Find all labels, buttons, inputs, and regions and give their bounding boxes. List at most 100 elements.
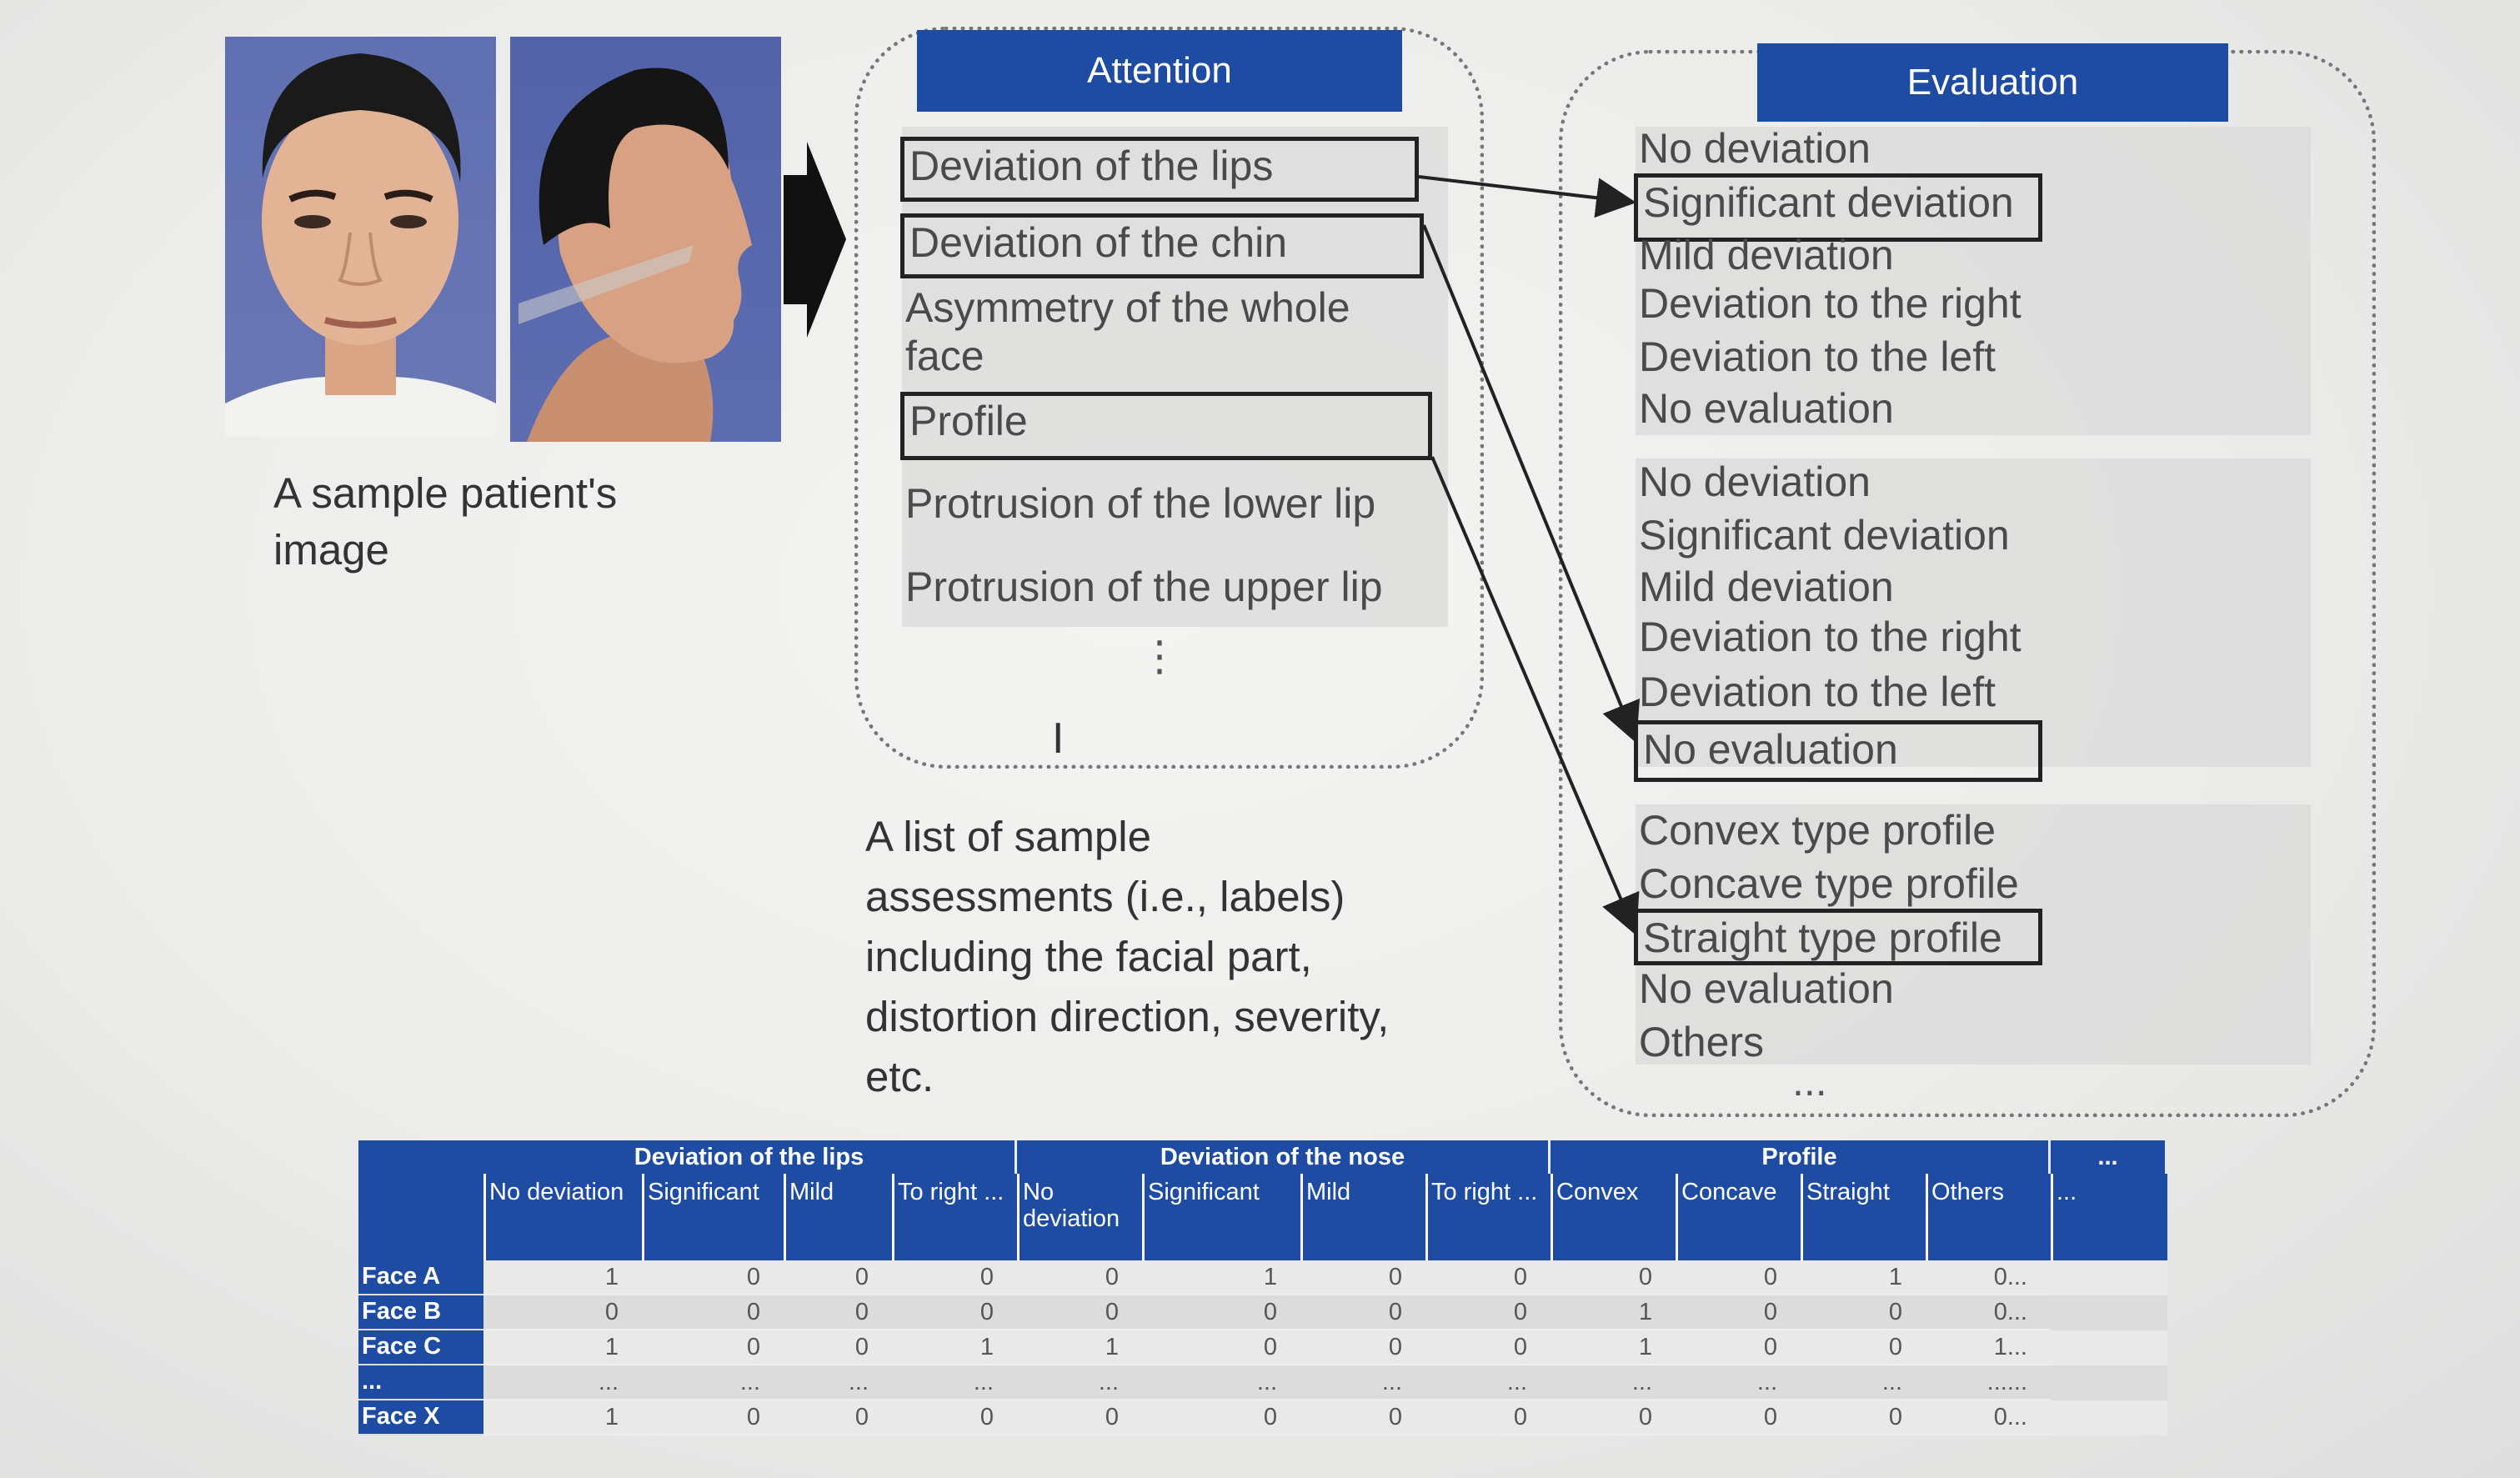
table-cell: ... (1801, 1365, 1926, 1400)
attention-list-background (902, 127, 1448, 627)
table-cell: 0... (1926, 1295, 2051, 1330)
table-cell: 0 (1551, 1400, 1676, 1435)
caption-line: image (273, 526, 389, 574)
right-arrow-icon (784, 142, 846, 338)
table-cell: 0 (1801, 1400, 1926, 1435)
table-cell-trailing (2051, 1365, 2167, 1400)
table-row-label: Face X (358, 1400, 483, 1435)
table-cell-trailing (2051, 1260, 2167, 1295)
table-cell: ... (1300, 1365, 1425, 1400)
table-column-header: ... (2051, 1174, 2167, 1260)
table-column-header: To right ... (892, 1174, 1017, 1260)
attention-item-asymmetry[interactable]: Asymmetry of the whole face (905, 284, 1350, 379)
eval-item[interactable]: No evaluation (1639, 965, 1894, 1012)
eval-item[interactable]: Mild deviation (1639, 232, 1894, 278)
assessment-line: A list of sample (865, 813, 1151, 860)
patient-profile-photo (510, 37, 781, 442)
attention-item-lower-lip[interactable]: Protrusion of the lower lip (905, 480, 1376, 527)
table-column-header: Mild (1300, 1174, 1425, 1260)
table-cell: 1 (1017, 1330, 1142, 1365)
attention-item-profile[interactable]: Profile (900, 392, 1432, 460)
table-group-header: Deviation of the nose (1017, 1140, 1548, 1174)
table-group-header: Deviation of the lips (483, 1140, 1015, 1174)
table-cell: 0 (642, 1295, 784, 1330)
eval-item[interactable]: No deviation (1639, 458, 1871, 505)
table-cell: 0 (1300, 1295, 1425, 1330)
eval-item[interactable]: Convex type profile (1639, 807, 1996, 854)
table-cell: ... (642, 1365, 784, 1400)
table-cell: 0 (784, 1400, 892, 1435)
table-cell: ... (1551, 1365, 1676, 1400)
table-cell-trailing (2051, 1295, 2167, 1330)
table-group-header: Profile (1551, 1140, 2048, 1174)
eval-item[interactable]: Deviation to the right (1639, 280, 2022, 327)
attention-title: Attention (917, 30, 1402, 112)
assessment-line: assessments (i.e., labels) (865, 873, 1345, 920)
table-corner (358, 1140, 483, 1260)
assessment-description: A list of sample assessments (i.e., labe… (865, 807, 1389, 1107)
table-cell: 0 (1676, 1330, 1801, 1365)
eval-item[interactable]: Straight type profile (1634, 909, 2042, 965)
table-cell: ... (892, 1365, 1017, 1400)
assessment-line: etc. (865, 1053, 934, 1100)
patient-image-caption: A sample patient's image (273, 465, 617, 579)
evaluation-group2-background (1636, 458, 2311, 767)
table-column-header: Mild (784, 1174, 892, 1260)
table-cell: 0 (1801, 1295, 1926, 1330)
table-column-header: Concave (1676, 1174, 1801, 1260)
eval-item[interactable]: Others (1639, 1019, 1765, 1065)
table-cell: 0 (784, 1295, 892, 1330)
table-column-header: No deviation (1017, 1174, 1142, 1260)
table-cell: 0 (1142, 1400, 1300, 1435)
table-cell: 0... (1926, 1400, 2051, 1435)
table-cell: 0 (1142, 1295, 1300, 1330)
eval-item[interactable]: Significant deviation (1634, 173, 2042, 242)
table-column-header: Others (1926, 1174, 2051, 1260)
eval-item[interactable]: Deviation to the right (1639, 614, 2022, 660)
table-row-label: ... (358, 1365, 483, 1400)
attention-item-lips[interactable]: Deviation of the lips (900, 137, 1419, 202)
eval-item[interactable]: Mild deviation (1639, 564, 1894, 610)
table-cell: 0 (784, 1260, 892, 1295)
eval-item[interactable]: Deviation to the left (1639, 669, 1996, 715)
attention-item-upper-lip[interactable]: Protrusion of the upper lip (905, 564, 1383, 610)
table-cell: 0 (1425, 1260, 1551, 1295)
table-cell: 0 (1017, 1400, 1142, 1435)
table-cell-trailing (2051, 1400, 2167, 1435)
table-column-header: Significant (642, 1174, 784, 1260)
attention-more-ellipsis: ⋮ (1139, 633, 1180, 679)
eval-item[interactable]: Concave type profile (1639, 860, 2019, 907)
table-group-header: ... (2051, 1140, 2165, 1174)
evaluation-group3-background (1636, 804, 2311, 1065)
table-cell: 0 (642, 1260, 784, 1295)
table-cell-trailing (2051, 1330, 2167, 1365)
table-cell: ... (784, 1365, 892, 1400)
table-cell: 0 (1425, 1330, 1551, 1365)
eval-item[interactable]: No evaluation (1639, 385, 1894, 432)
evaluation-title: Evaluation (1757, 43, 2228, 122)
table-cell: 0 (483, 1295, 642, 1330)
eval-item[interactable]: No evaluation (1634, 720, 2042, 782)
eval-item[interactable]: Significant deviation (1639, 512, 2010, 559)
table-cell: 1 (1801, 1260, 1926, 1295)
table-cell: ... (1142, 1365, 1300, 1400)
table-cell: 0 (1017, 1295, 1142, 1330)
table-cell: 1 (1551, 1295, 1676, 1330)
table-cell: 1 (892, 1330, 1017, 1365)
eval-item[interactable]: No deviation (1639, 125, 1871, 172)
table-cell: 1 (1142, 1260, 1300, 1295)
patient-front-photo (225, 37, 496, 437)
table-cell: 0 (892, 1400, 1017, 1435)
table-column-header: Significant (1142, 1174, 1300, 1260)
eval-item[interactable]: Deviation to the left (1639, 333, 1996, 380)
table-cell: 0... (1926, 1260, 2051, 1295)
table-row-label: Face C (358, 1330, 483, 1365)
evaluation-group1-background (1636, 127, 2311, 435)
attention-item-chin[interactable]: Deviation of the chin (900, 213, 1424, 278)
table-column-header: Convex (1551, 1174, 1676, 1260)
table-column-header: No deviation (483, 1174, 642, 1260)
table-cell: 0 (1425, 1295, 1551, 1330)
table-cell: 1 (483, 1330, 642, 1365)
table-column-header: To right ... (1425, 1174, 1551, 1260)
table-cell: 1 (483, 1260, 642, 1295)
